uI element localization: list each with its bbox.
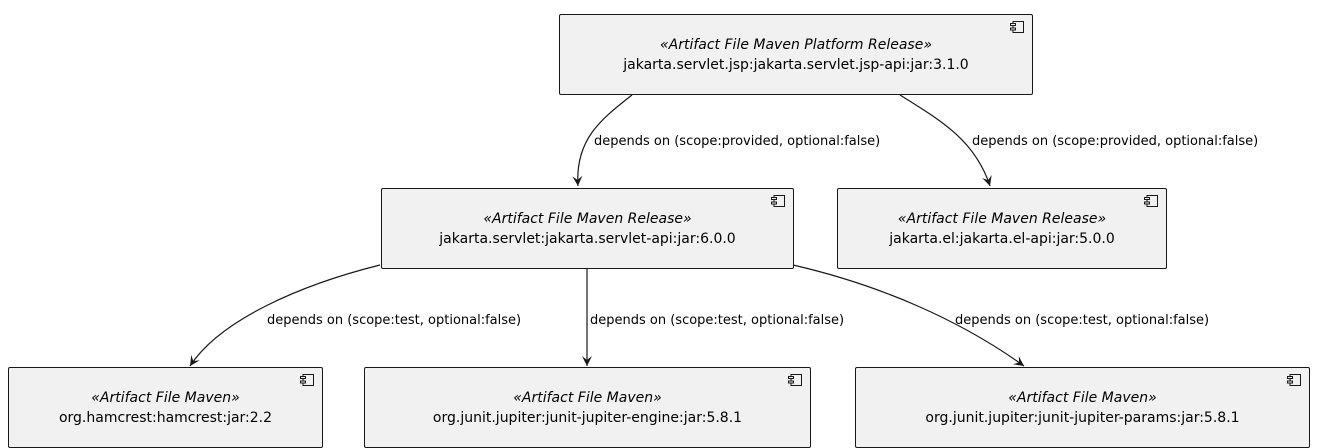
edge-label: depends on (scope:test, optional:false): [267, 313, 522, 328]
node-platform-release[interactable]: «Artifact File Maven Platform Release» j…: [559, 14, 1033, 95]
edge-label: depends on (scope:provided, optional:fal…: [594, 134, 881, 149]
node-el-api[interactable]: «Artifact File Maven Release» jakarta.el…: [837, 188, 1167, 269]
component-icon: [771, 195, 785, 207]
node-artifact-id: jakarta.servlet.jsp:jakarta.servlet.jsp-…: [623, 56, 969, 73]
node-artifact-id: org.junit.jupiter:junit-jupiter-engine:j…: [432, 409, 743, 426]
edge-servlet-api-to-junit-params: [792, 264, 1025, 367]
node-stereotype: «Artifact File Maven Release»: [483, 210, 692, 227]
edge-label: depends on (scope:test, optional:false): [955, 313, 1210, 328]
edge-platform-to-el-api: [899, 94, 992, 187]
node-stereotype: «Artifact File Maven Platform Release»: [660, 36, 932, 53]
edge-label: depends on (scope:test, optional:false): [590, 313, 845, 328]
node-stereotype: «Artifact File Maven»: [91, 389, 240, 406]
node-servlet-api[interactable]: «Artifact File Maven Release» jakarta.se…: [381, 188, 794, 269]
component-icon: [1287, 374, 1301, 386]
node-artifact-id: jakarta.servlet:jakarta.servlet-api:jar:…: [439, 230, 736, 247]
component-icon: [1144, 195, 1158, 207]
node-stereotype: «Artifact File Maven Release»: [897, 210, 1107, 227]
node-junit-engine[interactable]: «Artifact File Maven» org.junit.jupiter:…: [364, 367, 811, 448]
edge-label: depends on (scope:provided, optional:fal…: [972, 134, 1259, 149]
component-icon: [788, 374, 802, 386]
component-icon: [1010, 21, 1024, 33]
node-hamcrest[interactable]: «Artifact File Maven» org.hamcrest:hamcr…: [8, 367, 323, 448]
component-icon: [300, 374, 314, 386]
node-stereotype: «Artifact File Maven»: [513, 389, 662, 406]
node-junit-params[interactable]: «Artifact File Maven» org.junit.jupiter:…: [855, 367, 1310, 448]
edge-platform-to-servlet-api: [572, 94, 633, 187]
node-artifact-id: org.hamcrest:hamcrest:jar:2.2: [58, 409, 273, 426]
node-artifact-id: org.junit.jupiter:junit-jupiter-params:j…: [925, 409, 1240, 426]
edge-servlet-api-to-hamcrest: [189, 264, 381, 367]
node-stereotype: «Artifact File Maven»: [1008, 389, 1157, 406]
node-artifact-id: jakarta.el:jakarta.el-api:jar:5.0.0: [889, 230, 1115, 247]
